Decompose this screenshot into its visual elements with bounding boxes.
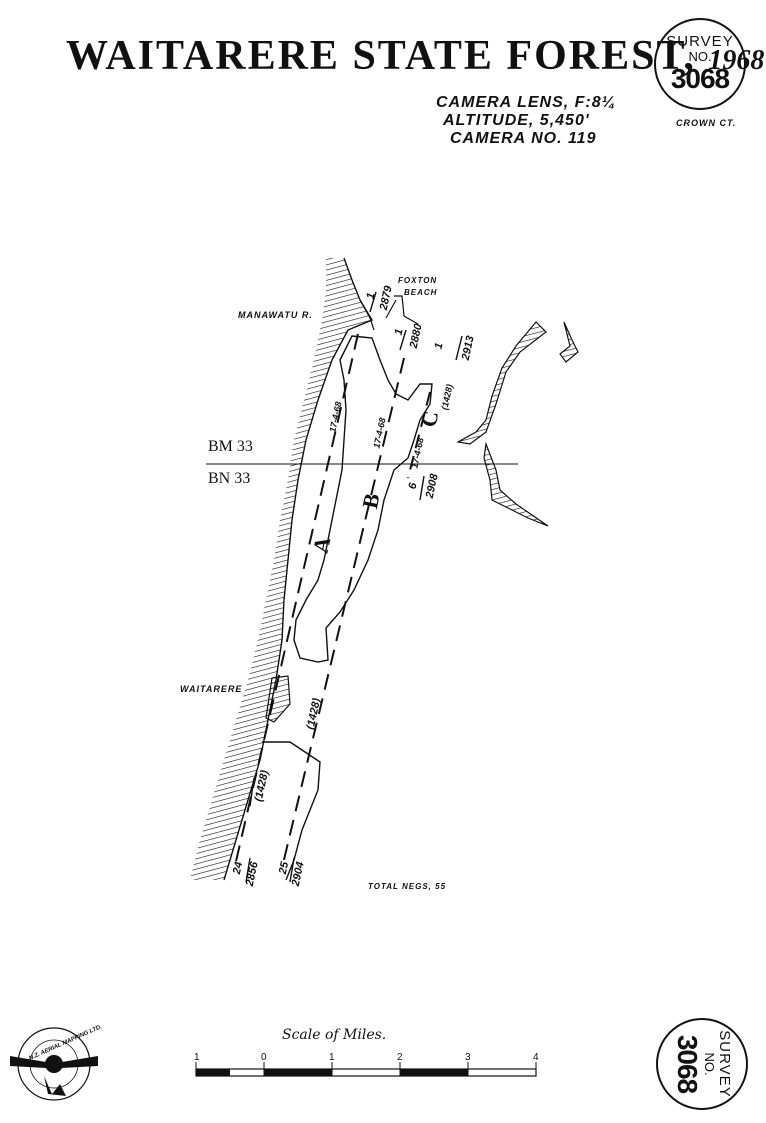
survey-stamp-bottom-line2: NO. — [702, 1052, 717, 1076]
frame-5-top: 24 — [230, 860, 246, 876]
flight-line-c — [407, 391, 431, 479]
grid-label-bm33: BM 33 — [208, 438, 253, 455]
scale-tick-4: 4 — [533, 1052, 539, 1063]
foxton-bracket — [394, 295, 419, 325]
survey-stamp-top-number: 3068 — [670, 63, 730, 94]
frame-bar-5 — [245, 857, 251, 883]
scale-tick-1-left: 1 — [194, 1052, 200, 1063]
inland-river-lower — [483, 441, 549, 527]
label-foxton-1: FOXTON — [398, 276, 438, 285]
frame-bar-1 — [369, 291, 377, 313]
map-title-name: WAITARERE STATE FOREST — [66, 33, 684, 79]
coastline-hatching — [190, 258, 372, 880]
label-foxton-2: BEACH — [404, 288, 438, 297]
waitarere-settlement — [265, 675, 291, 723]
forest-boundary-south — [262, 741, 321, 881]
survey-stamp-bottom: SURVEY NO. 3068 — [656, 1018, 748, 1110]
inland-river-hatching — [456, 321, 547, 445]
frame-bar-6 — [289, 857, 295, 883]
flight-line-a — [233, 333, 359, 871]
flight-line-b — [281, 357, 405, 869]
forest-boundary — [293, 335, 433, 663]
frame-bar-3 — [455, 335, 463, 361]
scale-tick-0: 0 — [261, 1052, 267, 1063]
frame-bar-2 — [399, 329, 407, 351]
total-negatives: TOTAL NEGS, 55 — [368, 882, 447, 891]
survey-stamp-top-line1: SURVEY — [666, 33, 734, 50]
aerial-mapping-logo — [10, 1027, 98, 1101]
inland-river-arm — [559, 321, 579, 363]
camera-number: CAMERA NO. 119 — [450, 130, 597, 147]
grid-label-bn33: BN 33 — [208, 470, 251, 487]
scale-tick-1: 1 — [329, 1052, 335, 1063]
camera-altitude: ALTITUDE, 5,450' — [443, 112, 590, 129]
manawatu-river — [359, 299, 397, 331]
frame-bar-4 — [419, 475, 425, 501]
camera-lens: CAMERA LENS, F:8¼ — [436, 94, 616, 111]
survey-stamp-bottom-number: 3068 — [672, 1034, 703, 1094]
crown-label: CROWN CT. — [676, 118, 737, 128]
survey-stamp-top: SURVEY NO. 3068 — [654, 18, 746, 110]
survey-stamp-bottom-line1: SURVEY — [716, 1030, 733, 1098]
scale-tick-2: 2 — [397, 1052, 403, 1063]
scale-bar — [195, 1062, 537, 1077]
focal-bar-south — [249, 777, 255, 807]
survey-stamp-top-line2: NO. — [688, 49, 712, 64]
label-manawatu: MANAWATU R. — [238, 310, 313, 320]
label-waitarere: WAITARERE — [180, 684, 243, 694]
frame-6-top: 25 — [276, 860, 292, 876]
scale-tick-3: 3 — [465, 1052, 471, 1063]
scale-title: Scale of Miles. — [282, 1027, 387, 1043]
